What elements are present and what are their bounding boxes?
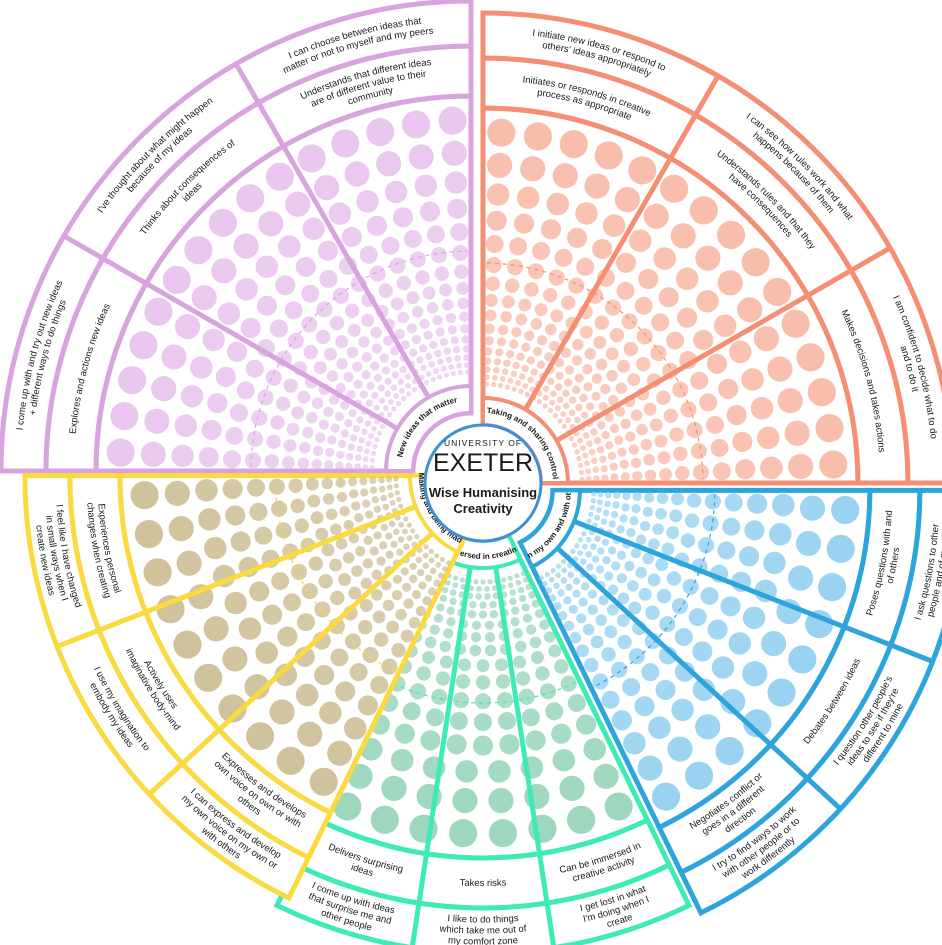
divider <box>147 531 435 796</box>
divider <box>555 546 843 811</box>
divider <box>523 74 721 411</box>
sector-dot-pattern <box>106 106 471 471</box>
outer-text-ring <box>22 473 312 902</box>
center-title-line2: Creativity <box>453 501 513 516</box>
sector-dot-pattern <box>538 491 860 811</box>
sector-dot-pattern <box>333 570 633 848</box>
divider <box>62 233 399 431</box>
outer-statement-line: which take me out of <box>438 923 527 936</box>
divider <box>555 245 892 443</box>
divider <box>56 504 417 649</box>
outer-statement-line: I like to do things <box>447 913 519 925</box>
divider <box>493 566 556 945</box>
divider <box>573 519 934 664</box>
label-ring <box>383 383 473 473</box>
outer-text-ring <box>480 10 942 486</box>
university-label: UNIVERSITY OF <box>444 438 522 448</box>
label-ring <box>517 488 582 570</box>
divider <box>233 62 431 399</box>
outer-statement-line: my comfort zone <box>448 935 519 945</box>
university-name: EXETER <box>433 449 533 477</box>
center-title-line1: Wise Humanising <box>429 485 537 500</box>
guide-ring <box>250 250 468 468</box>
outer-text-ring <box>677 487 942 917</box>
sector-dot-pattern <box>483 118 848 483</box>
outer-text-ring <box>0 0 474 474</box>
exeter-logo: UNIVERSITY OF EXETER <box>433 438 533 477</box>
inner-statement-line: Takes risks <box>459 877 507 889</box>
guide-ring <box>486 262 704 480</box>
center-hub: UNIVERSITY OF EXETER Wise Humanising Cre… <box>423 423 543 543</box>
divider <box>410 566 473 945</box>
